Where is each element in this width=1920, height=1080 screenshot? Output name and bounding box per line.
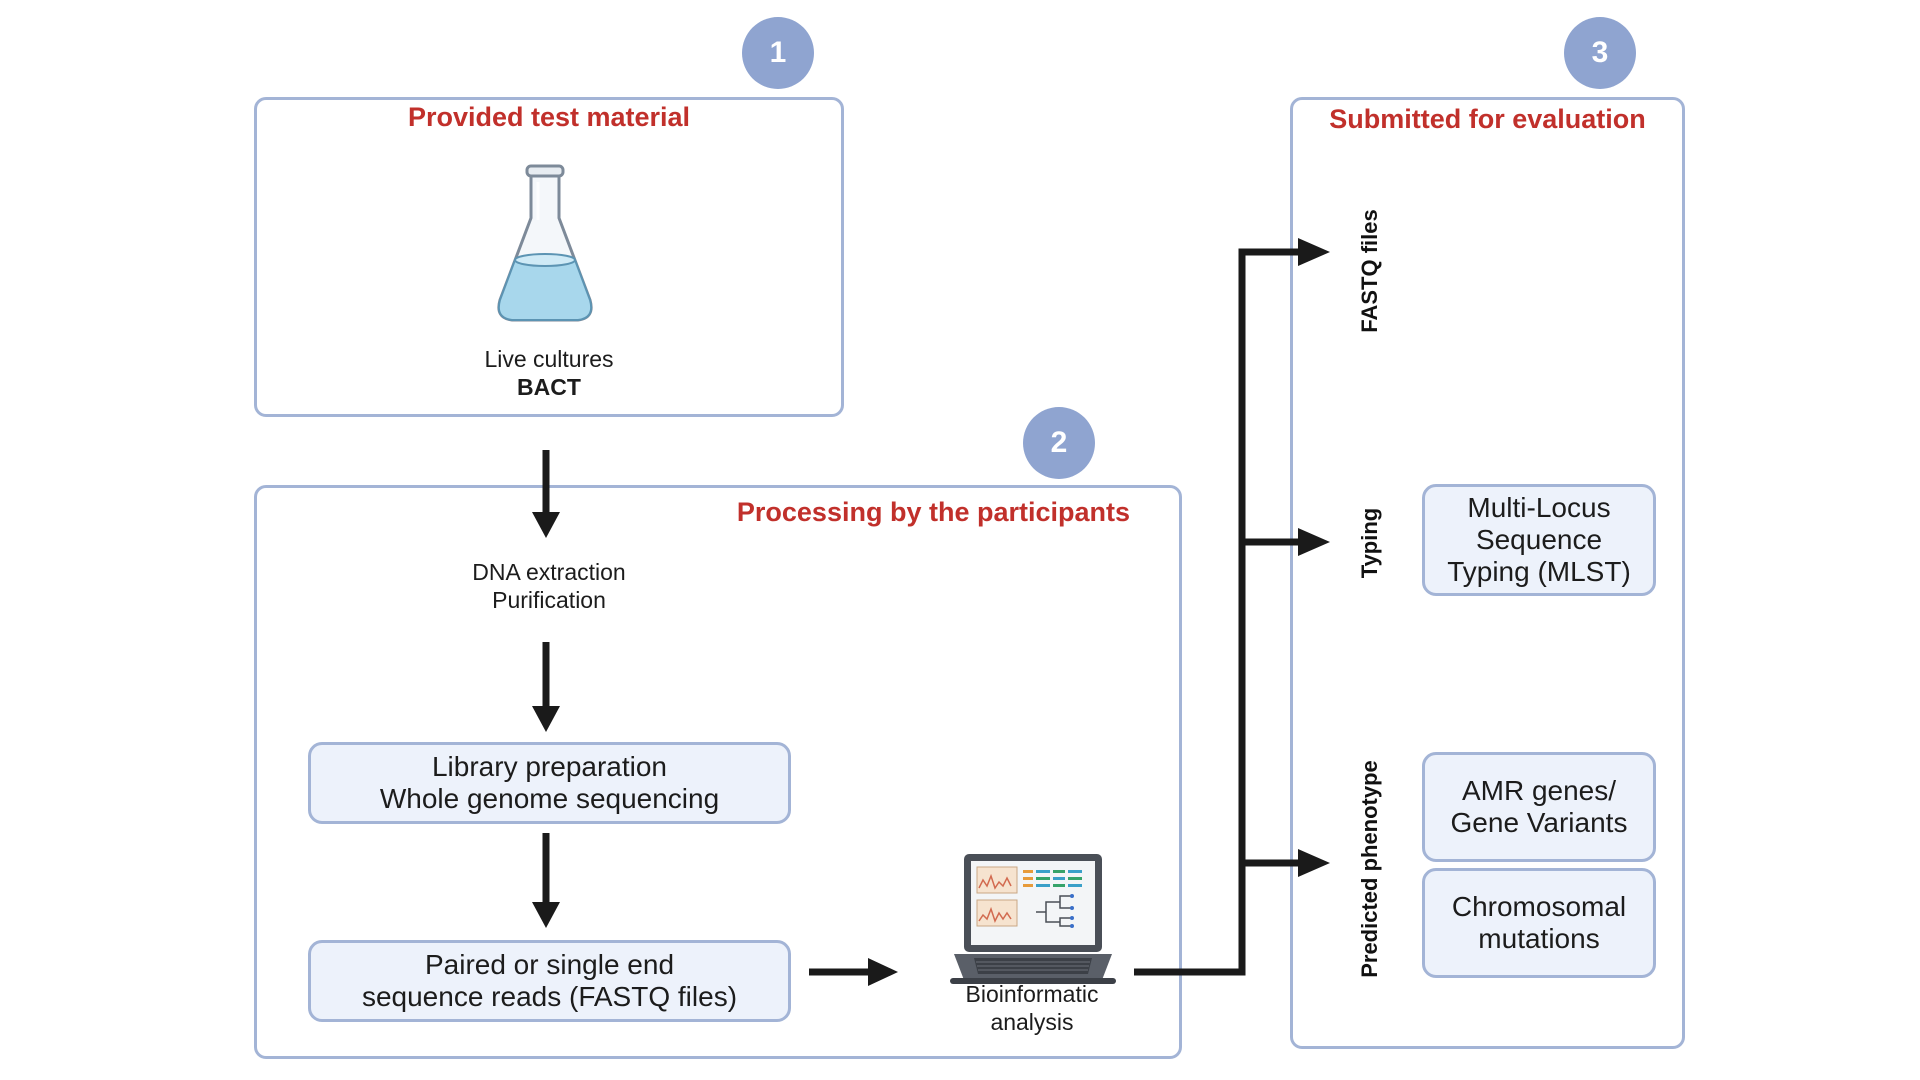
badge-step-1: 1	[742, 17, 814, 89]
extraction-line2: Purification	[492, 587, 606, 613]
badge-step-3: 3	[1564, 17, 1636, 89]
arrowhead-down-3	[532, 902, 560, 928]
mlst-line2: Sequence	[1475, 524, 1603, 555]
sequence-reads-box: Paired or single end sequence reads (FAS…	[308, 940, 791, 1022]
chrom-line1: Chromosomal	[1451, 891, 1627, 922]
panel1-title: Provided test material	[407, 102, 691, 132]
arrowhead-down-1	[532, 512, 560, 538]
chrom-line2: mutations	[1478, 923, 1600, 954]
library-line2: Whole genome sequencing	[379, 783, 720, 814]
badge-step-2: 2	[1023, 407, 1095, 479]
extraction-line1: DNA extraction	[472, 559, 626, 585]
arrowhead-right-laptop	[868, 958, 898, 986]
reads-line1: Paired or single end	[424, 949, 675, 980]
bioinfo-line1: Bioinformatic	[965, 981, 1099, 1007]
arrowhead-right-phenotype	[1298, 849, 1330, 877]
library-line1: Library preparation	[431, 751, 668, 782]
library-preparation-box: Library preparation Whole genome sequenc…	[308, 742, 791, 824]
erlenmeyer-flask-icon	[497, 164, 593, 322]
chromosomal-mutations-box: Chromosomal mutations	[1422, 868, 1656, 978]
amr-genes-box: AMR genes/ Gene Variants	[1422, 752, 1656, 862]
flask-caption-line1: Live cultures	[484, 346, 614, 372]
panel3-title: Submitted for evaluation	[1329, 104, 1646, 134]
amr-line1: AMR genes/	[1461, 775, 1617, 806]
arrowhead-right-typing	[1298, 528, 1330, 556]
mlst-box: Multi-Locus Sequence Typing (MLST)	[1422, 484, 1656, 596]
arrowhead-down-2	[532, 706, 560, 732]
panel2-title: Processing by the participants	[736, 497, 1130, 527]
laptop-icon	[950, 854, 1116, 984]
mlst-line3: Typing (MLST)	[1447, 556, 1631, 587]
flask-caption-line2: BACT	[517, 374, 581, 400]
amr-line2: Gene Variants	[1450, 807, 1628, 838]
bioinfo-line2: analysis	[990, 1009, 1074, 1035]
connector-laptop-to-outputs	[1134, 248, 1300, 976]
arrowhead-right-fastq	[1298, 238, 1330, 266]
mlst-line1: Multi-Locus	[1467, 492, 1611, 523]
reads-line2: sequence reads (FASTQ files)	[361, 981, 738, 1012]
